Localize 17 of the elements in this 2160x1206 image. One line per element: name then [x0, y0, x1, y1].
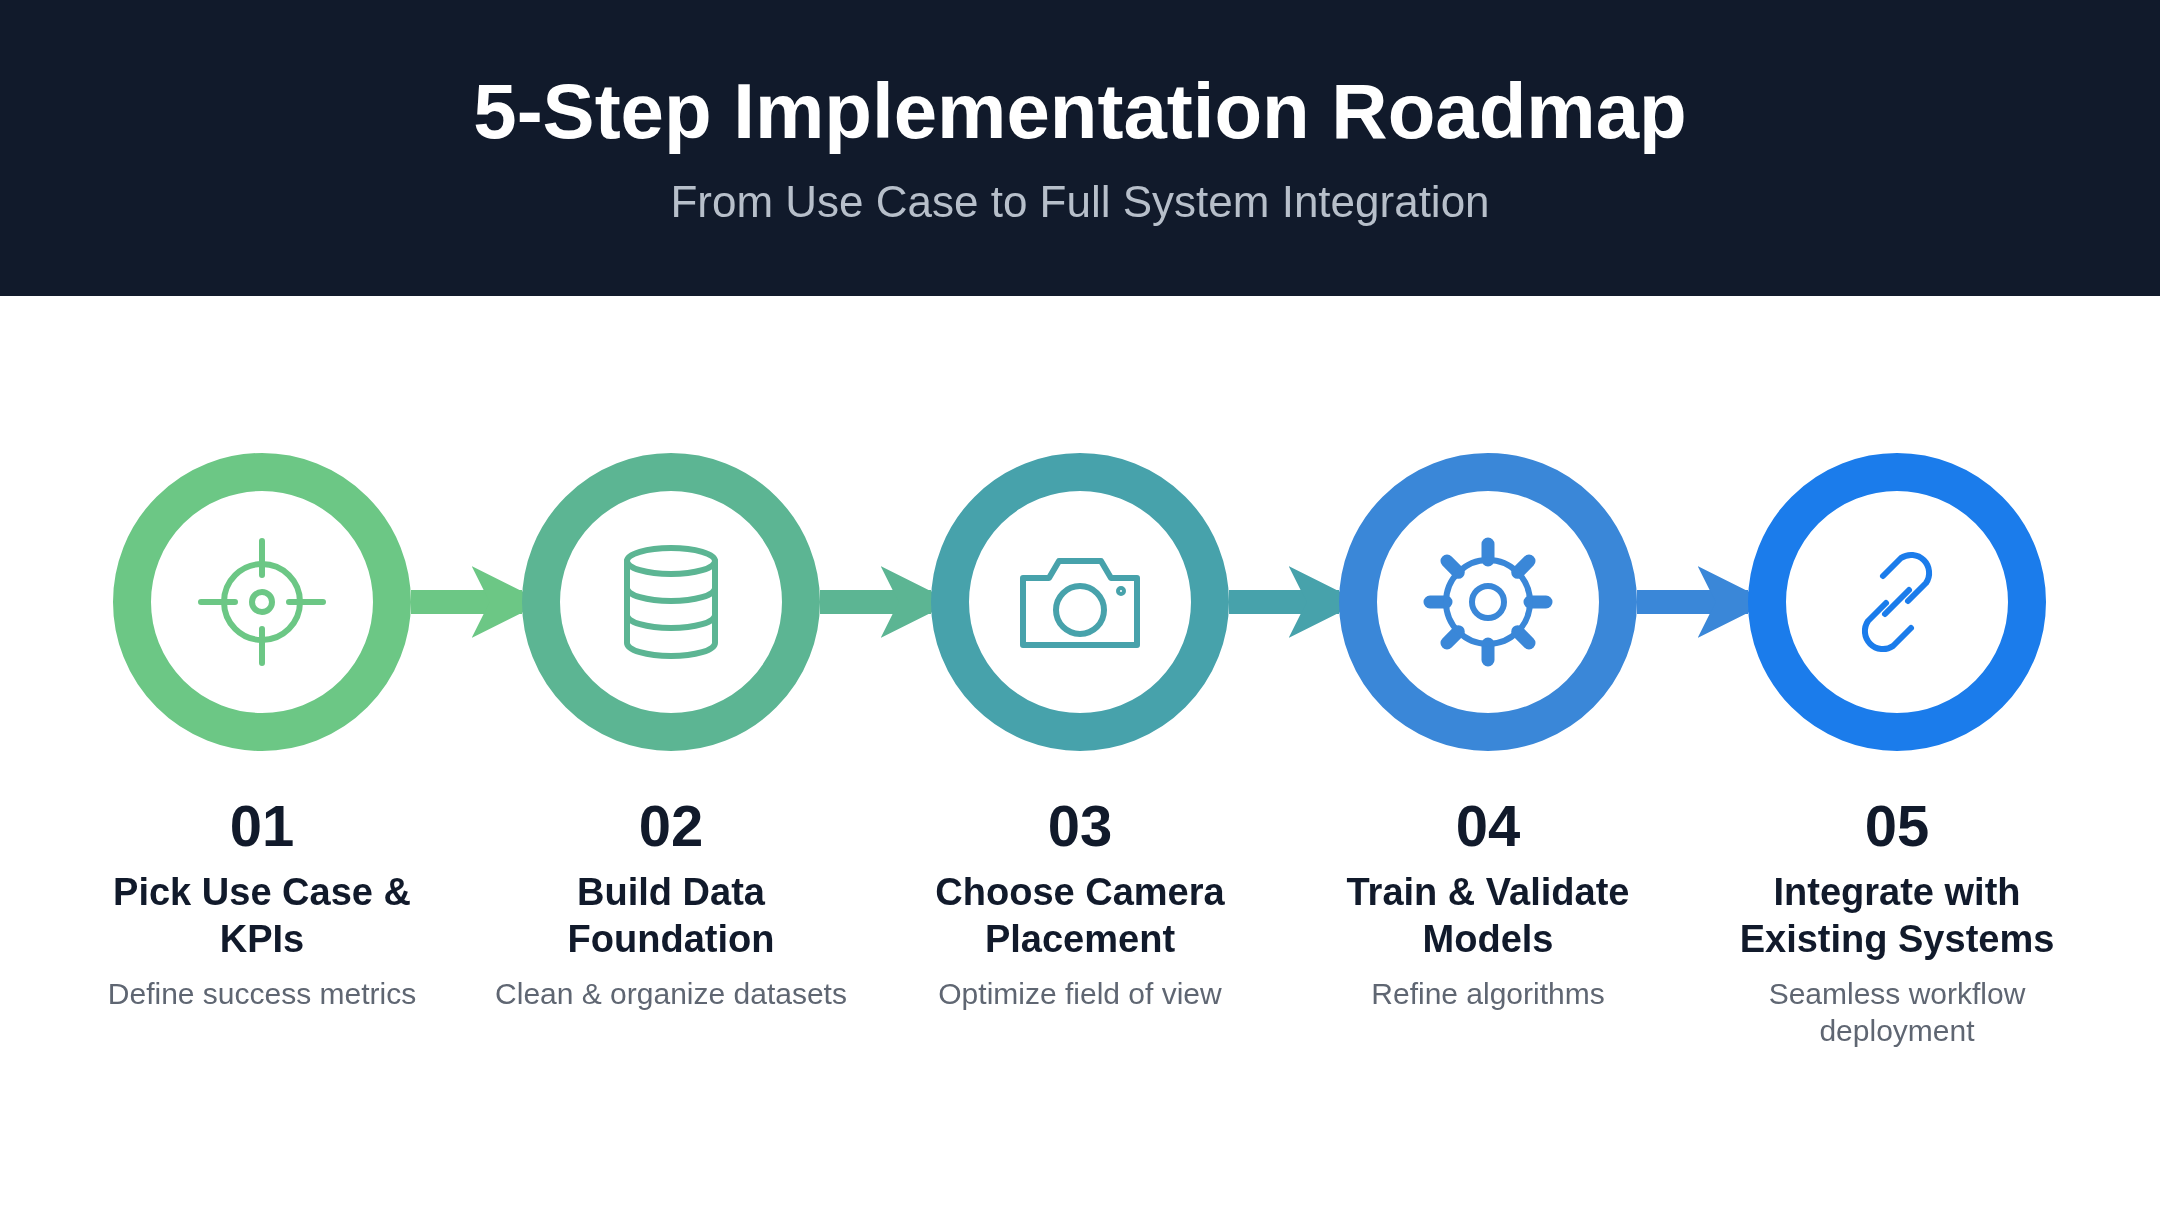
- step-description: Refine algorithms: [1370, 976, 1606, 1012]
- step-title: Build Data Foundation: [566, 870, 776, 962]
- step-number: 05: [1863, 793, 1931, 859]
- step-number: 04: [1454, 793, 1522, 859]
- step-number: 03: [1046, 793, 1114, 859]
- step-number: 01: [228, 793, 296, 859]
- step-description: Define success metrics: [106, 976, 418, 1012]
- title: 5-Step Implementation Roadmap: [472, 66, 1688, 156]
- step-description: Optimize field of view: [937, 976, 1223, 1012]
- step-description: Clean & organize datasets: [494, 976, 848, 1012]
- subtitle: From Use Case to Full System Integration: [669, 176, 1491, 228]
- step-description: Seamless workflow deployment: [1767, 976, 2027, 1049]
- step-title: Integrate with Existing Systems: [1738, 870, 2056, 962]
- step-title: Pick Use Case & KPIs: [112, 870, 412, 962]
- step-title: Train & Validate Models: [1345, 870, 1631, 962]
- step-number: 02: [637, 793, 705, 859]
- step-title: Choose Camera Placement: [934, 870, 1226, 962]
